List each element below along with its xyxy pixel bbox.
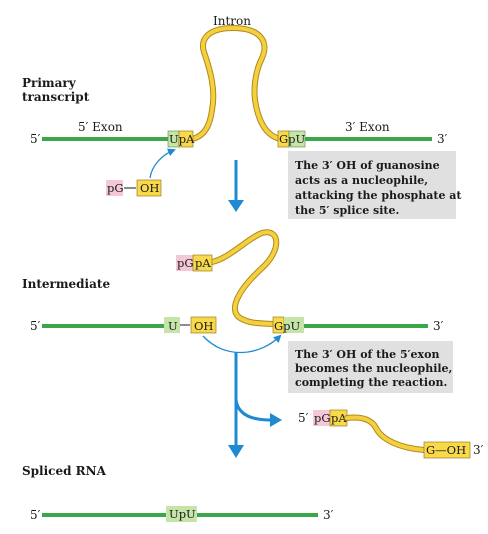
released-intron-strand (345, 415, 426, 452)
intermediate-gpu-u-box (284, 317, 304, 333)
upu-label: UpU (169, 507, 196, 521)
note-box-1 (288, 151, 456, 219)
intermediate-oh-label: OH (194, 319, 213, 333)
spliced-three-prime: 3′ (323, 508, 334, 522)
three-prime-exon-label: 3′ Exon (345, 120, 390, 134)
released-intron-outline (344, 414, 427, 453)
intermediate-oh-box (190, 316, 217, 334)
guanosine-attack-arrow (149, 148, 176, 179)
note2-line1: The 3′ OH of the 5′exon (295, 348, 439, 361)
intermediate-pg-label: pG (177, 256, 194, 270)
intermediate-intron-outline (209, 229, 283, 328)
intermediate-pa-box (192, 254, 213, 272)
primary-title-line2: transcript (22, 90, 90, 104)
note1-line1: The 3′ OH of guanosine (295, 159, 440, 172)
branch-arrow-shaft (234, 399, 271, 422)
primary-five-prime: 5′ (30, 132, 41, 146)
intermediate-five-prime: 5′ (30, 319, 41, 333)
guanosine-oh-label: OH (140, 181, 159, 195)
note2-line2: becomes the nucleophile, (295, 362, 452, 375)
released-pg-label: pG (314, 411, 331, 425)
intron-loop (190, 25, 282, 141)
intermediate-intron (210, 230, 282, 327)
intermediate-pg-box (176, 255, 193, 271)
guanosine-oh-box (136, 179, 162, 197)
intermediate-pa-label: pA (195, 256, 211, 270)
primary-title-line1: Primary (22, 76, 77, 90)
note-box-2 (288, 341, 453, 393)
intermediate-gpu-label: GpU (274, 319, 301, 333)
guanosine-pg-box (106, 180, 123, 196)
note1-line4: the 5′ splice site. (295, 204, 399, 217)
guanosine-pg-label: pG (107, 181, 124, 195)
note1-line2: acts as a nucleophile, (295, 174, 428, 187)
five-prime-exon-label: 5′ Exon (78, 120, 123, 134)
released-g-oh-box (423, 441, 471, 459)
released-g-oh-label: G—OH (426, 443, 466, 457)
upa-a-box (178, 130, 194, 148)
intron-label: Intron (213, 14, 251, 28)
released-three-prime: 3′ (473, 443, 484, 457)
intermediate-three-prime: 3′ (433, 319, 444, 333)
released-pa-label: pA (331, 411, 347, 425)
upa-label: UpA (169, 132, 195, 146)
spliced-title: Spliced RNA (22, 464, 107, 478)
step2-arrow-head (228, 445, 244, 458)
branch-arrow-head (270, 413, 282, 427)
intron-loop-outline (189, 24, 283, 142)
intermediate-u-box (164, 317, 180, 333)
step1-arrow-head (228, 200, 244, 212)
intermediate-title: Intermediate (22, 277, 110, 291)
primary-three-prime: 3′ (437, 132, 448, 146)
intermediate-u-label: U (168, 319, 178, 333)
released-pg-box (313, 410, 330, 426)
note1-line3: attacking the phosphate at (295, 189, 462, 202)
gpu-label: GpU (279, 132, 306, 146)
upu-box (166, 506, 197, 522)
note2-line3: completing the reaction. (295, 376, 447, 389)
spliced-five-prime: 5′ (30, 508, 41, 522)
released-five-prime: 5′ (298, 411, 309, 425)
exon-attack-arrow (202, 334, 282, 354)
